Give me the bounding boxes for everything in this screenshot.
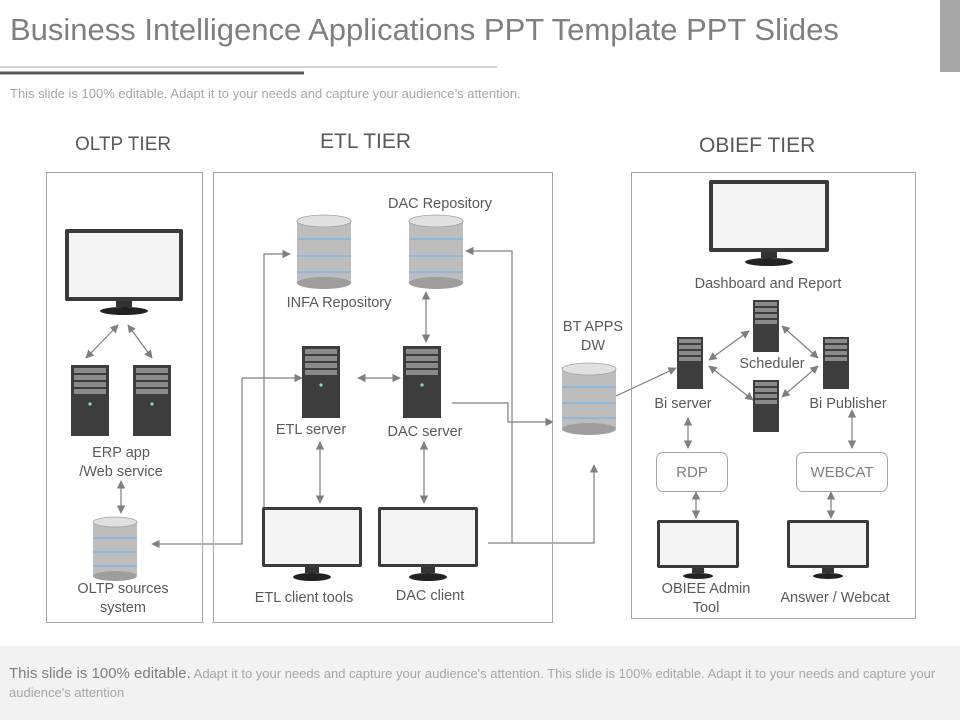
etl-tier-box bbox=[213, 172, 553, 623]
arrow-lower-server-bi-publisher bbox=[781, 365, 819, 398]
erp-app-label-line1: ERP app bbox=[92, 445, 150, 461]
answer-webcat-monitor-icon bbox=[787, 520, 869, 579]
infa-repository-database-icon bbox=[296, 214, 352, 289]
etl-server-icon bbox=[302, 346, 340, 418]
dac-repository-label: DAC Repository bbox=[388, 196, 492, 212]
web-service-server-icon bbox=[133, 365, 171, 436]
arrow-to-infa-repository bbox=[263, 249, 291, 507]
arrow-monitor-erp-right bbox=[127, 324, 153, 359]
arrow-etl-to-oltp-sources bbox=[151, 378, 243, 549]
arrow-dac-client-to-dac-repository bbox=[465, 246, 513, 544]
obiee-admin-monitor-icon bbox=[657, 520, 739, 579]
rdp-node: RDP bbox=[656, 452, 728, 492]
bi-server-label: Bi server bbox=[654, 396, 712, 412]
bi-publisher-server-icon bbox=[823, 337, 849, 389]
footer-text: This slide is 100% editable. Adapt it to… bbox=[9, 664, 944, 702]
answer-webcat-label: Answer / Webcat bbox=[780, 590, 890, 606]
etl-client-monitor-icon bbox=[262, 507, 362, 581]
oltp-sources-database-icon bbox=[92, 516, 138, 581]
scheduler-label: Scheduler bbox=[739, 356, 805, 372]
dac-client-label: DAC client bbox=[395, 588, 465, 604]
footer-lead: This slide is 100% editable. bbox=[9, 665, 191, 682]
erp-app-label-line2: /Web service bbox=[79, 464, 163, 480]
erp-app-label: ERP app /Web service bbox=[61, 444, 181, 482]
bi-server-icon bbox=[677, 337, 703, 389]
oltp-tier-heading: OLTP TIER bbox=[75, 134, 172, 155]
bt-apps-dw-label: BT APPS DW bbox=[553, 318, 633, 356]
bi-publisher-label: Bi Publisher bbox=[809, 396, 887, 412]
arrow-monitor-erp-left bbox=[85, 324, 119, 359]
dac-repository-database-icon bbox=[408, 214, 464, 289]
dashboard-monitor-icon bbox=[709, 180, 829, 266]
etl-client-tools-label: ETL client tools bbox=[254, 590, 354, 606]
erp-server-icon bbox=[71, 365, 109, 436]
bt-apps-dw-label-line2: DW bbox=[580, 338, 606, 354]
obief-tier-box bbox=[631, 172, 916, 619]
corner-accent bbox=[940, 0, 960, 72]
footer-band bbox=[0, 646, 960, 720]
footer-rest: Adapt it to your needs and capture your … bbox=[9, 666, 936, 700]
arrow-to-dw-bottom bbox=[512, 464, 599, 544]
slide-subtitle: This slide is 100% editable. Adapt it to… bbox=[10, 86, 521, 101]
infa-repository-label: INFA Repository bbox=[286, 295, 392, 311]
webcat-node: WEBCAT bbox=[796, 452, 888, 492]
oltp-sources-label: OLTP sources system bbox=[63, 580, 183, 618]
arrow-bi-server-lower-server bbox=[708, 365, 754, 401]
oltp-sources-label-line1: OLTP sources bbox=[77, 581, 169, 597]
arrow-dw-to-bi-server bbox=[615, 367, 677, 397]
obiee-admin-tool-label: OBIEE Admin Tool bbox=[650, 580, 762, 618]
dac-server-icon bbox=[403, 346, 441, 418]
dac-server-label: DAC server bbox=[387, 424, 463, 440]
oltp-tier-box bbox=[46, 172, 203, 623]
dashboard-report-label: Dashboard and Report bbox=[694, 276, 842, 292]
presentation-server-icon bbox=[753, 380, 779, 432]
monitor-icon bbox=[65, 229, 183, 315]
etl-tier-heading: ETL TIER bbox=[320, 130, 412, 153]
arrow-scheduler-bi-publisher bbox=[781, 325, 819, 359]
slide-title: Business Intelligence Applications PPT T… bbox=[10, 12, 839, 47]
oltp-sources-label-line2: system bbox=[100, 600, 146, 616]
dac-client-monitor-icon bbox=[378, 507, 478, 581]
obief-tier-heading: OBIEF TIER bbox=[699, 134, 816, 157]
bt-apps-dw-label-line1: BT APPS bbox=[562, 319, 624, 335]
arrow-dac-server-to-dw bbox=[452, 402, 554, 427]
bt-apps-dw-database-icon bbox=[561, 362, 617, 435]
obiee-admin-tool-label-line2: Tool bbox=[692, 600, 720, 616]
obiee-admin-tool-label-line1: OBIEE Admin bbox=[661, 581, 751, 597]
arrow-bi-server-scheduler bbox=[708, 330, 750, 361]
scheduler-server-icon bbox=[753, 300, 779, 352]
etl-server-label: ETL server bbox=[275, 422, 347, 438]
